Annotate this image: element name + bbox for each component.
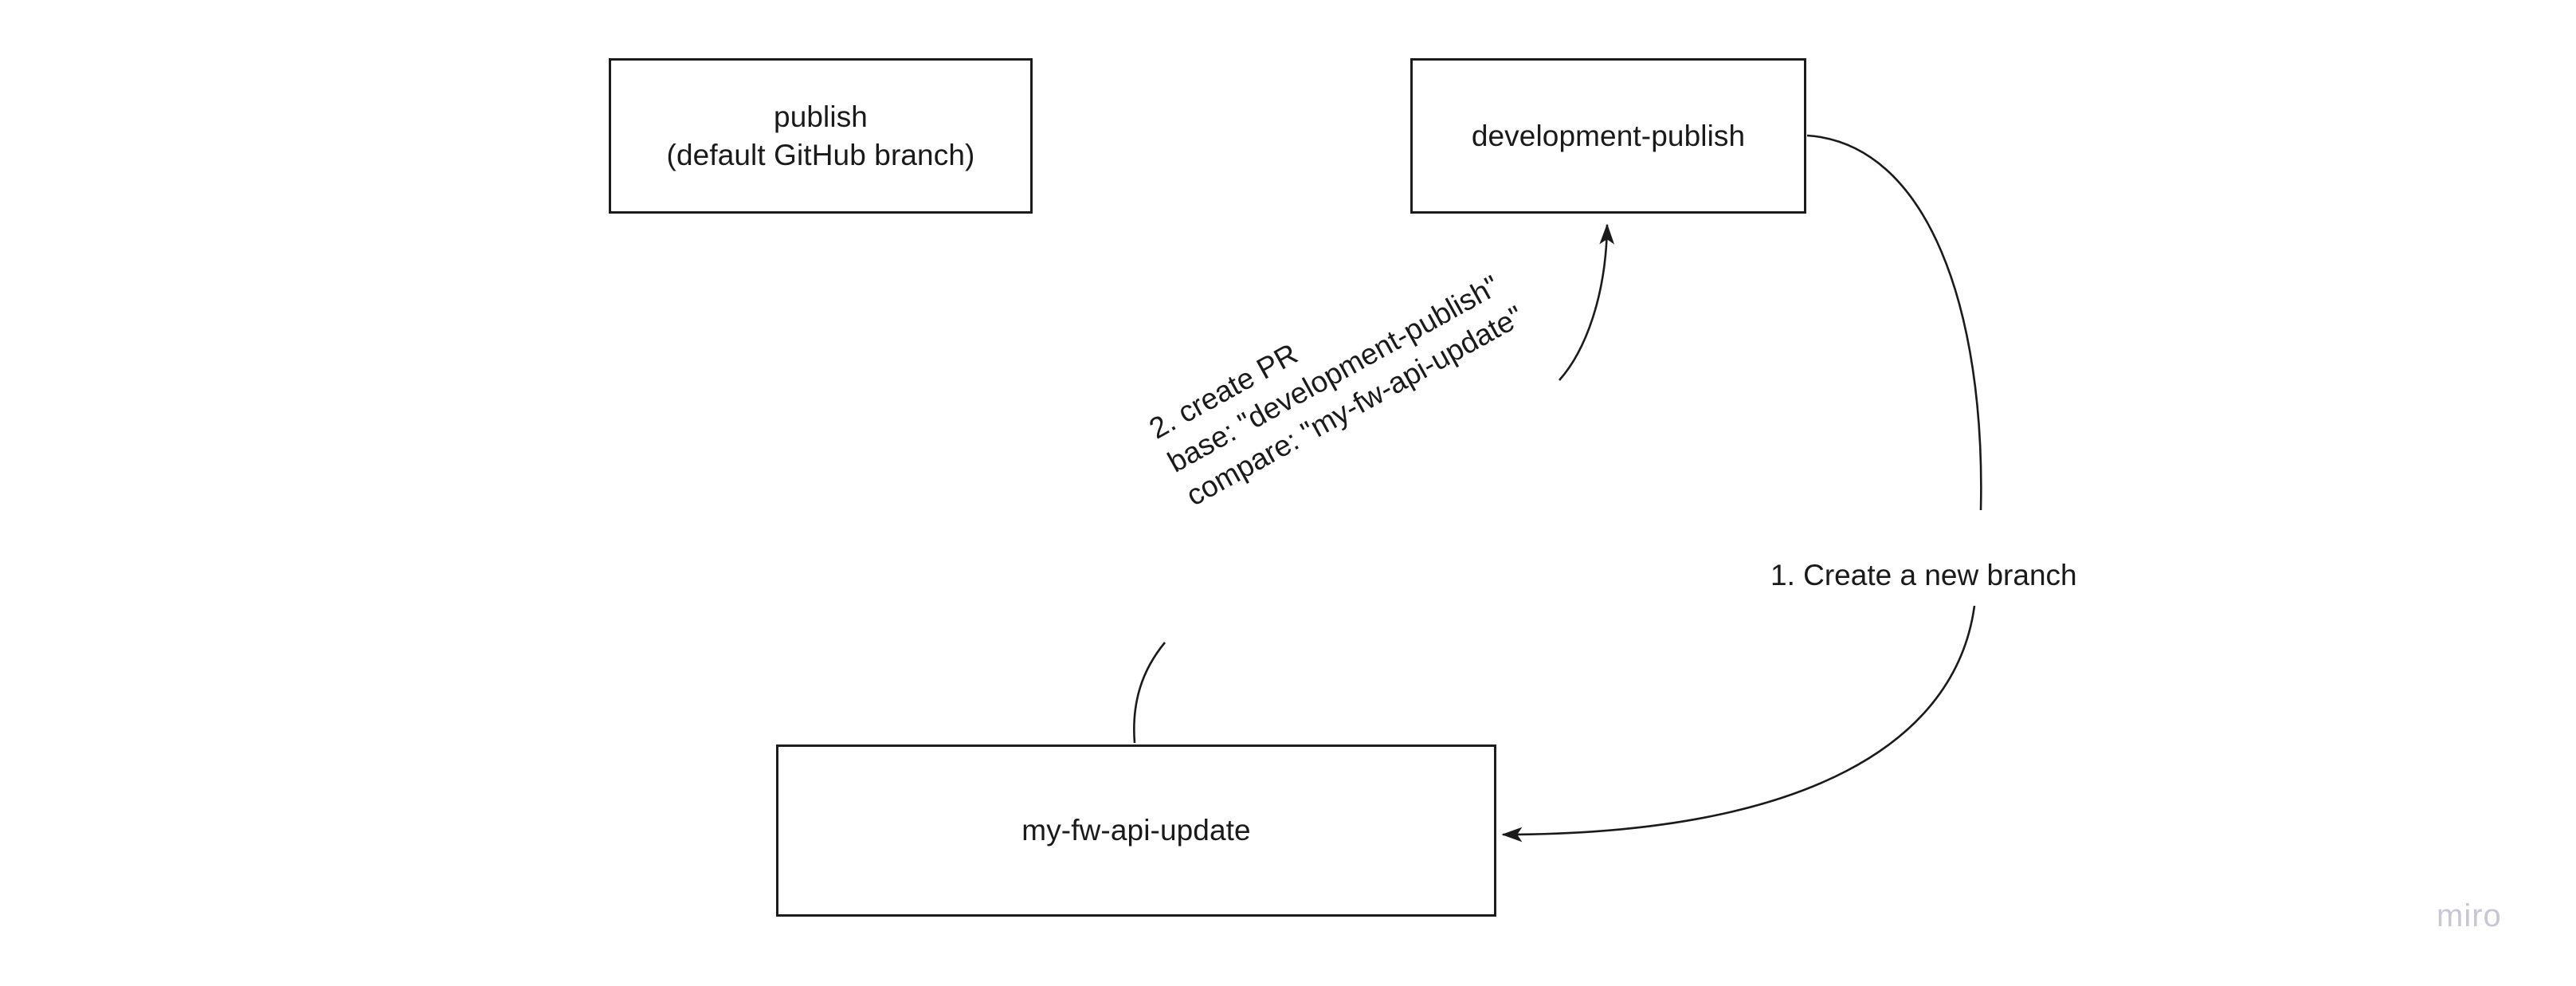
edge-create-pr-path [1133,642,1166,744]
edge-label-create-branch: 1. Create a new branch [1770,559,2077,591]
node-my-fw-api-update-label: my-fw-api-update [1021,814,1251,847]
edge-label-create-pr: 2. create PR base: "development-publish"… [1143,269,1529,513]
node-publish[interactable]: publish (default GitHub branch) [609,58,1033,214]
edge-create-branch-path [1806,134,1982,511]
miro-watermark: miro [2437,898,2502,933]
node-publish-label: publish (default GitHub branch) [666,100,975,171]
edge-create-branch-path-2 [1501,605,1976,843]
node-development-publish-label: development-publish [1471,119,1746,152]
edge-create-pr-path-2 [1559,223,1615,381]
node-development-publish[interactable]: development-publish [1410,58,1806,214]
node-my-fw-api-update[interactable]: my-fw-api-update [776,744,1496,917]
